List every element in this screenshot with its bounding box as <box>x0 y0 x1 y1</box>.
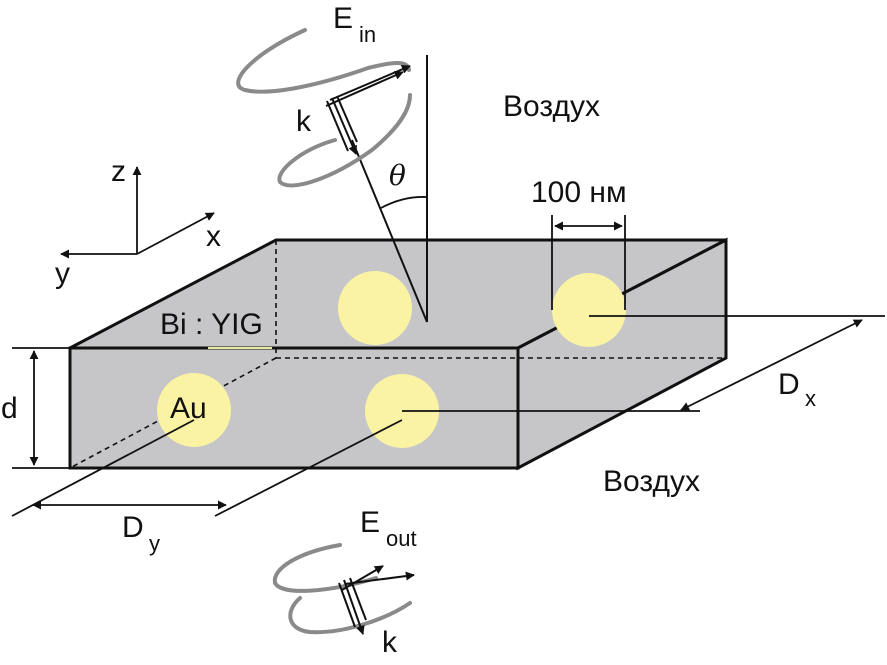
k-in-arrow-3 <box>336 95 358 143</box>
hidden-edges <box>69 240 726 469</box>
k-out-arrow-3 <box>349 577 367 621</box>
axis-x-label: x <box>206 220 221 253</box>
theta-arc <box>380 196 428 209</box>
thickness-label: d <box>1 392 18 425</box>
k-out-arrow <box>343 579 365 635</box>
e-in-subscript: in <box>359 22 376 47</box>
period-x-label: D <box>778 368 800 401</box>
k-in-arrow <box>331 97 357 155</box>
period-x-arrow <box>680 319 863 411</box>
e-out-field <box>272 543 415 635</box>
e-in-field <box>236 28 412 188</box>
period-y-dimension <box>11 419 403 517</box>
au-particle-back-right <box>552 273 626 347</box>
axis-x-arrow <box>136 212 215 255</box>
e-out-subscript: out <box>386 526 417 551</box>
e-out-helix-top <box>272 543 378 593</box>
k-in-label: k <box>296 105 312 138</box>
period-y-subscript: y <box>149 531 160 556</box>
k-out-label: k <box>382 626 398 659</box>
period-y-label: D <box>122 511 144 544</box>
e-in-helix-bottom <box>277 93 412 188</box>
theta-label: θ <box>389 159 406 192</box>
incidence-ray <box>351 139 428 323</box>
size-dimension <box>551 215 626 310</box>
axis-y-label: y <box>55 257 70 290</box>
au-particle-back-left <box>338 271 412 345</box>
k-out-arrow-2 <box>338 582 356 628</box>
au-particle-front-left <box>157 373 231 447</box>
period-x-dimension <box>402 315 885 412</box>
film-label: Bi : YIG <box>160 308 263 341</box>
slab-front-face <box>68 346 520 470</box>
air-bottom-label: Воздух <box>603 465 700 498</box>
thickness-dimension <box>12 347 70 469</box>
e-in-helix-top <box>236 28 411 94</box>
au-particles <box>157 271 626 448</box>
period-x-subscript: x <box>805 386 816 411</box>
au-label: Au <box>170 392 207 425</box>
air-top-label: Воздух <box>503 90 600 123</box>
k-in-arrow-2 <box>326 100 349 152</box>
e-in-vector-a <box>329 65 411 101</box>
size-label: 100 нм <box>531 176 627 209</box>
axes-triad <box>60 166 215 259</box>
axis-z-label: z <box>111 155 126 188</box>
e-in-label: E <box>333 2 353 35</box>
e-out-helix-bottom <box>288 596 412 635</box>
incidence-geometry <box>351 55 428 323</box>
e-out-vector-b <box>341 565 384 591</box>
e-out-label: E <box>360 506 380 539</box>
